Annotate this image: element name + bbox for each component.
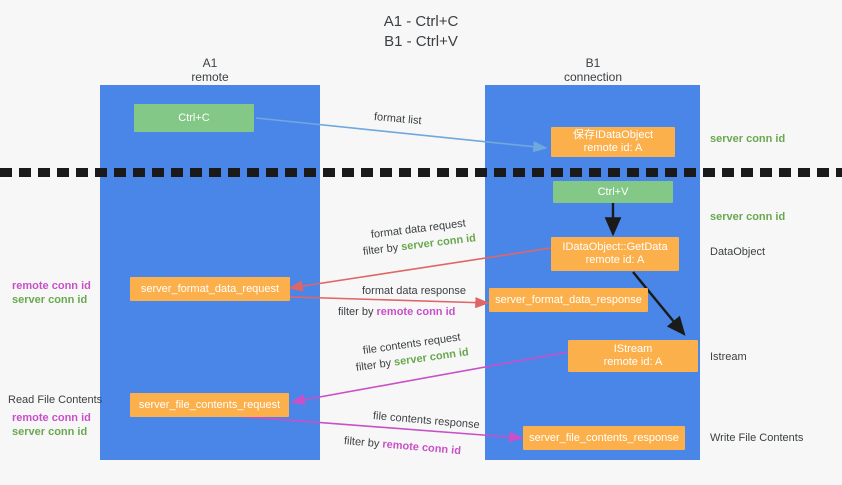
node-server-file-contents-request[interactable]: server_file_contents_request [130, 393, 289, 417]
node-istream[interactable]: IStream remote id: A [568, 340, 698, 372]
edge-label-file-contents-response: file contents response [372, 410, 481, 432]
left-label-remote-conn-id-upper: remote conn id [12, 280, 91, 292]
right-label-istream: Istream [710, 351, 747, 363]
left-label-read-file-contents: Read File Contents [8, 394, 103, 406]
filter-prefix: filter by [343, 435, 383, 451]
node-store-idataobject[interactable]: 保存IDataObject remote id: A [551, 127, 675, 157]
node-ctrl-v-label: Ctrl+V [597, 185, 629, 198]
edge-label-format-data-response-filter: filter by remote conn id [338, 305, 455, 319]
edge-label-format-list: format list [373, 111, 423, 128]
title-line-2: B1 - Ctrl+V [384, 33, 458, 50]
node-istream-line1: IStream [613, 343, 653, 355]
node-server-file-contents-response[interactable]: server_file_contents_response [523, 426, 685, 450]
node-getdata-line2: remote id: A [585, 254, 645, 266]
lane-header-b1: B1 connection [483, 56, 703, 84]
lane-b1-name: B1 [585, 56, 601, 70]
node-server-format-data-response-label: server_format_data_response [495, 293, 642, 306]
lane-a1-name: A1 [202, 56, 218, 70]
lane-a1-role: remote [191, 70, 229, 84]
node-server-format-data-response[interactable]: server_format_data_response [489, 288, 648, 312]
node-store-idataobject-line1: 保存IDataObject [572, 129, 654, 141]
node-server-format-data-request-label: server_format_data_request [140, 282, 280, 295]
node-ctrl-c-label: Ctrl+C [178, 111, 210, 124]
node-server-file-contents-response-label: server_file_contents_response [529, 431, 679, 444]
node-store-idataobject-line2: remote id: A [583, 142, 643, 154]
filter-prefix: filter by [362, 241, 402, 258]
node-server-format-data-request[interactable]: server_format_data_request [130, 277, 290, 301]
edge-label-file-contents-response-filter: filter by remote conn id [343, 434, 461, 458]
left-label-server-conn-id-lower: server conn id [12, 426, 88, 438]
right-label-dataobject: DataObject [710, 246, 766, 258]
lane-header-a1: A1 remote [100, 56, 320, 84]
node-server-file-contents-request-label: server_file_contents_request [138, 398, 281, 411]
filter-value-remote-conn-id: remote conn id [381, 438, 462, 458]
node-getdata-line1: IDataObject::GetData [562, 241, 668, 253]
filter-value-remote-conn-id: remote conn id [376, 306, 456, 318]
boundary-divider [0, 168, 842, 177]
left-label-remote-conn-id-lower: remote conn id [12, 412, 91, 424]
filter-prefix: filter by [338, 306, 377, 318]
left-label-server-conn-id-upper: server conn id [12, 294, 88, 306]
title-line-1: A1 - Ctrl+C [383, 13, 459, 30]
right-label-server-conn-id-top: server conn id [710, 133, 786, 145]
node-idataobject-getdata[interactable]: IDataObject::GetData remote id: A [551, 237, 679, 271]
diagram-title: A1 - Ctrl+C B1 - Ctrl+V [0, 12, 842, 52]
right-label-write-file-contents: Write File Contents [710, 432, 804, 444]
lane-b1-role: connection [563, 70, 623, 84]
edge-label-format-data-response: format data response [362, 285, 466, 297]
filter-prefix: filter by [355, 356, 395, 374]
node-istream-line2: remote id: A [603, 356, 663, 368]
node-ctrl-v[interactable]: Ctrl+V [553, 181, 673, 203]
node-ctrl-c[interactable]: Ctrl+C [134, 104, 254, 132]
right-label-server-conn-id-second: server conn id [710, 211, 786, 223]
